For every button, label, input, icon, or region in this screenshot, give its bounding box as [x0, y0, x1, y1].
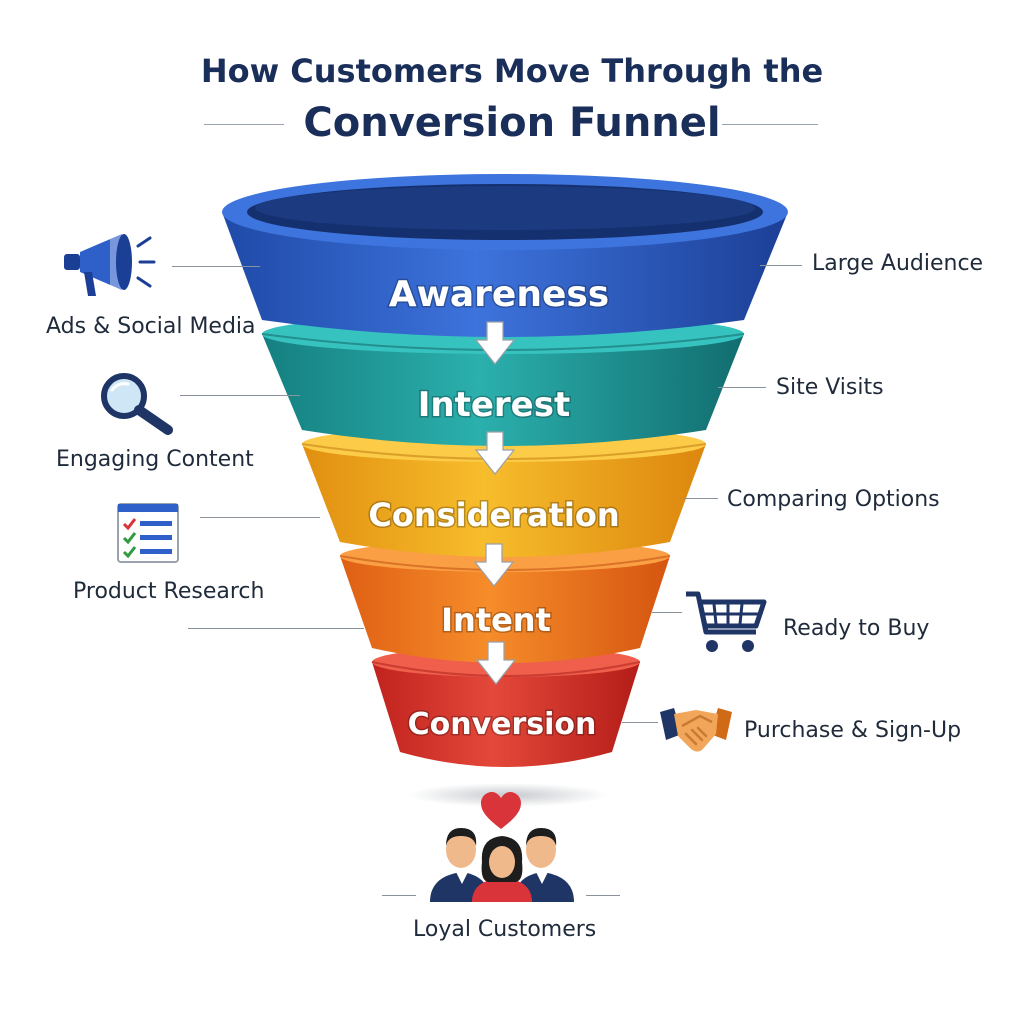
- checklist-icon: [116, 502, 180, 564]
- leader-line-awareness-right: [760, 265, 802, 266]
- label-ads-social-media: Ads & Social Media: [46, 314, 256, 339]
- leader-line-conversion-right: [622, 722, 658, 723]
- arrow-down-1: [474, 321, 516, 365]
- arrow-down-2: [474, 431, 516, 475]
- label-loyal-customers: Loyal Customers: [413, 917, 597, 942]
- stage-label-conversion: Conversion: [408, 707, 597, 742]
- stage-label-interest: Interest: [418, 385, 571, 425]
- leader-line-intent-right: [652, 612, 682, 613]
- heart-icon: [481, 792, 521, 829]
- stage-label-awareness: Awareness: [389, 274, 609, 315]
- leader-line-interest-right: [718, 387, 766, 388]
- magnifier-icon: [98, 372, 178, 436]
- label-site-visits: Site Visits: [776, 375, 884, 400]
- label-comparing-options: Comparing Options: [727, 487, 940, 512]
- label-product-research: Product Research: [73, 579, 265, 604]
- label-ready-to-buy: Ready to Buy: [783, 616, 930, 641]
- leader-line-outcome-left: [382, 895, 416, 896]
- flow-arrows: [473, 321, 517, 685]
- stage-label-intent: Intent: [441, 601, 551, 639]
- title-rule-right: [722, 124, 818, 125]
- customers-group-icon: [428, 822, 576, 902]
- label-engaging-content: Engaging Content: [56, 447, 254, 472]
- leader-line-consideration-right: [684, 498, 718, 499]
- leader-line-consideration-left: [200, 517, 320, 518]
- label-purchase-sign-up: Purchase & Sign-Up: [744, 718, 962, 743]
- title-rule-left: [204, 124, 284, 125]
- leader-line-outcome-right: [586, 895, 620, 896]
- leader-line-awareness-left: [172, 266, 260, 267]
- label-large-audience: Large Audience: [812, 251, 984, 276]
- title-line-1: How Customers Move Through the: [200, 52, 824, 90]
- stage-label-consideration: Consideration: [368, 496, 619, 534]
- megaphone-icon: [58, 230, 158, 300]
- funnel-stage-intent: Intent: [339, 540, 671, 663]
- handshake-icon: [656, 700, 736, 760]
- arrow-down-3: [473, 543, 515, 587]
- title-line-2: Conversion Funnel: [303, 100, 721, 146]
- leader-line-intent-left: [188, 628, 364, 629]
- shopping-cart-icon: [684, 588, 770, 656]
- arrow-down-4: [475, 641, 517, 685]
- funnel-stage-consideration: Consideration: [301, 426, 707, 557]
- funnel-stage-awareness: Awareness: [222, 174, 788, 337]
- leader-line-interest-left: [180, 395, 300, 396]
